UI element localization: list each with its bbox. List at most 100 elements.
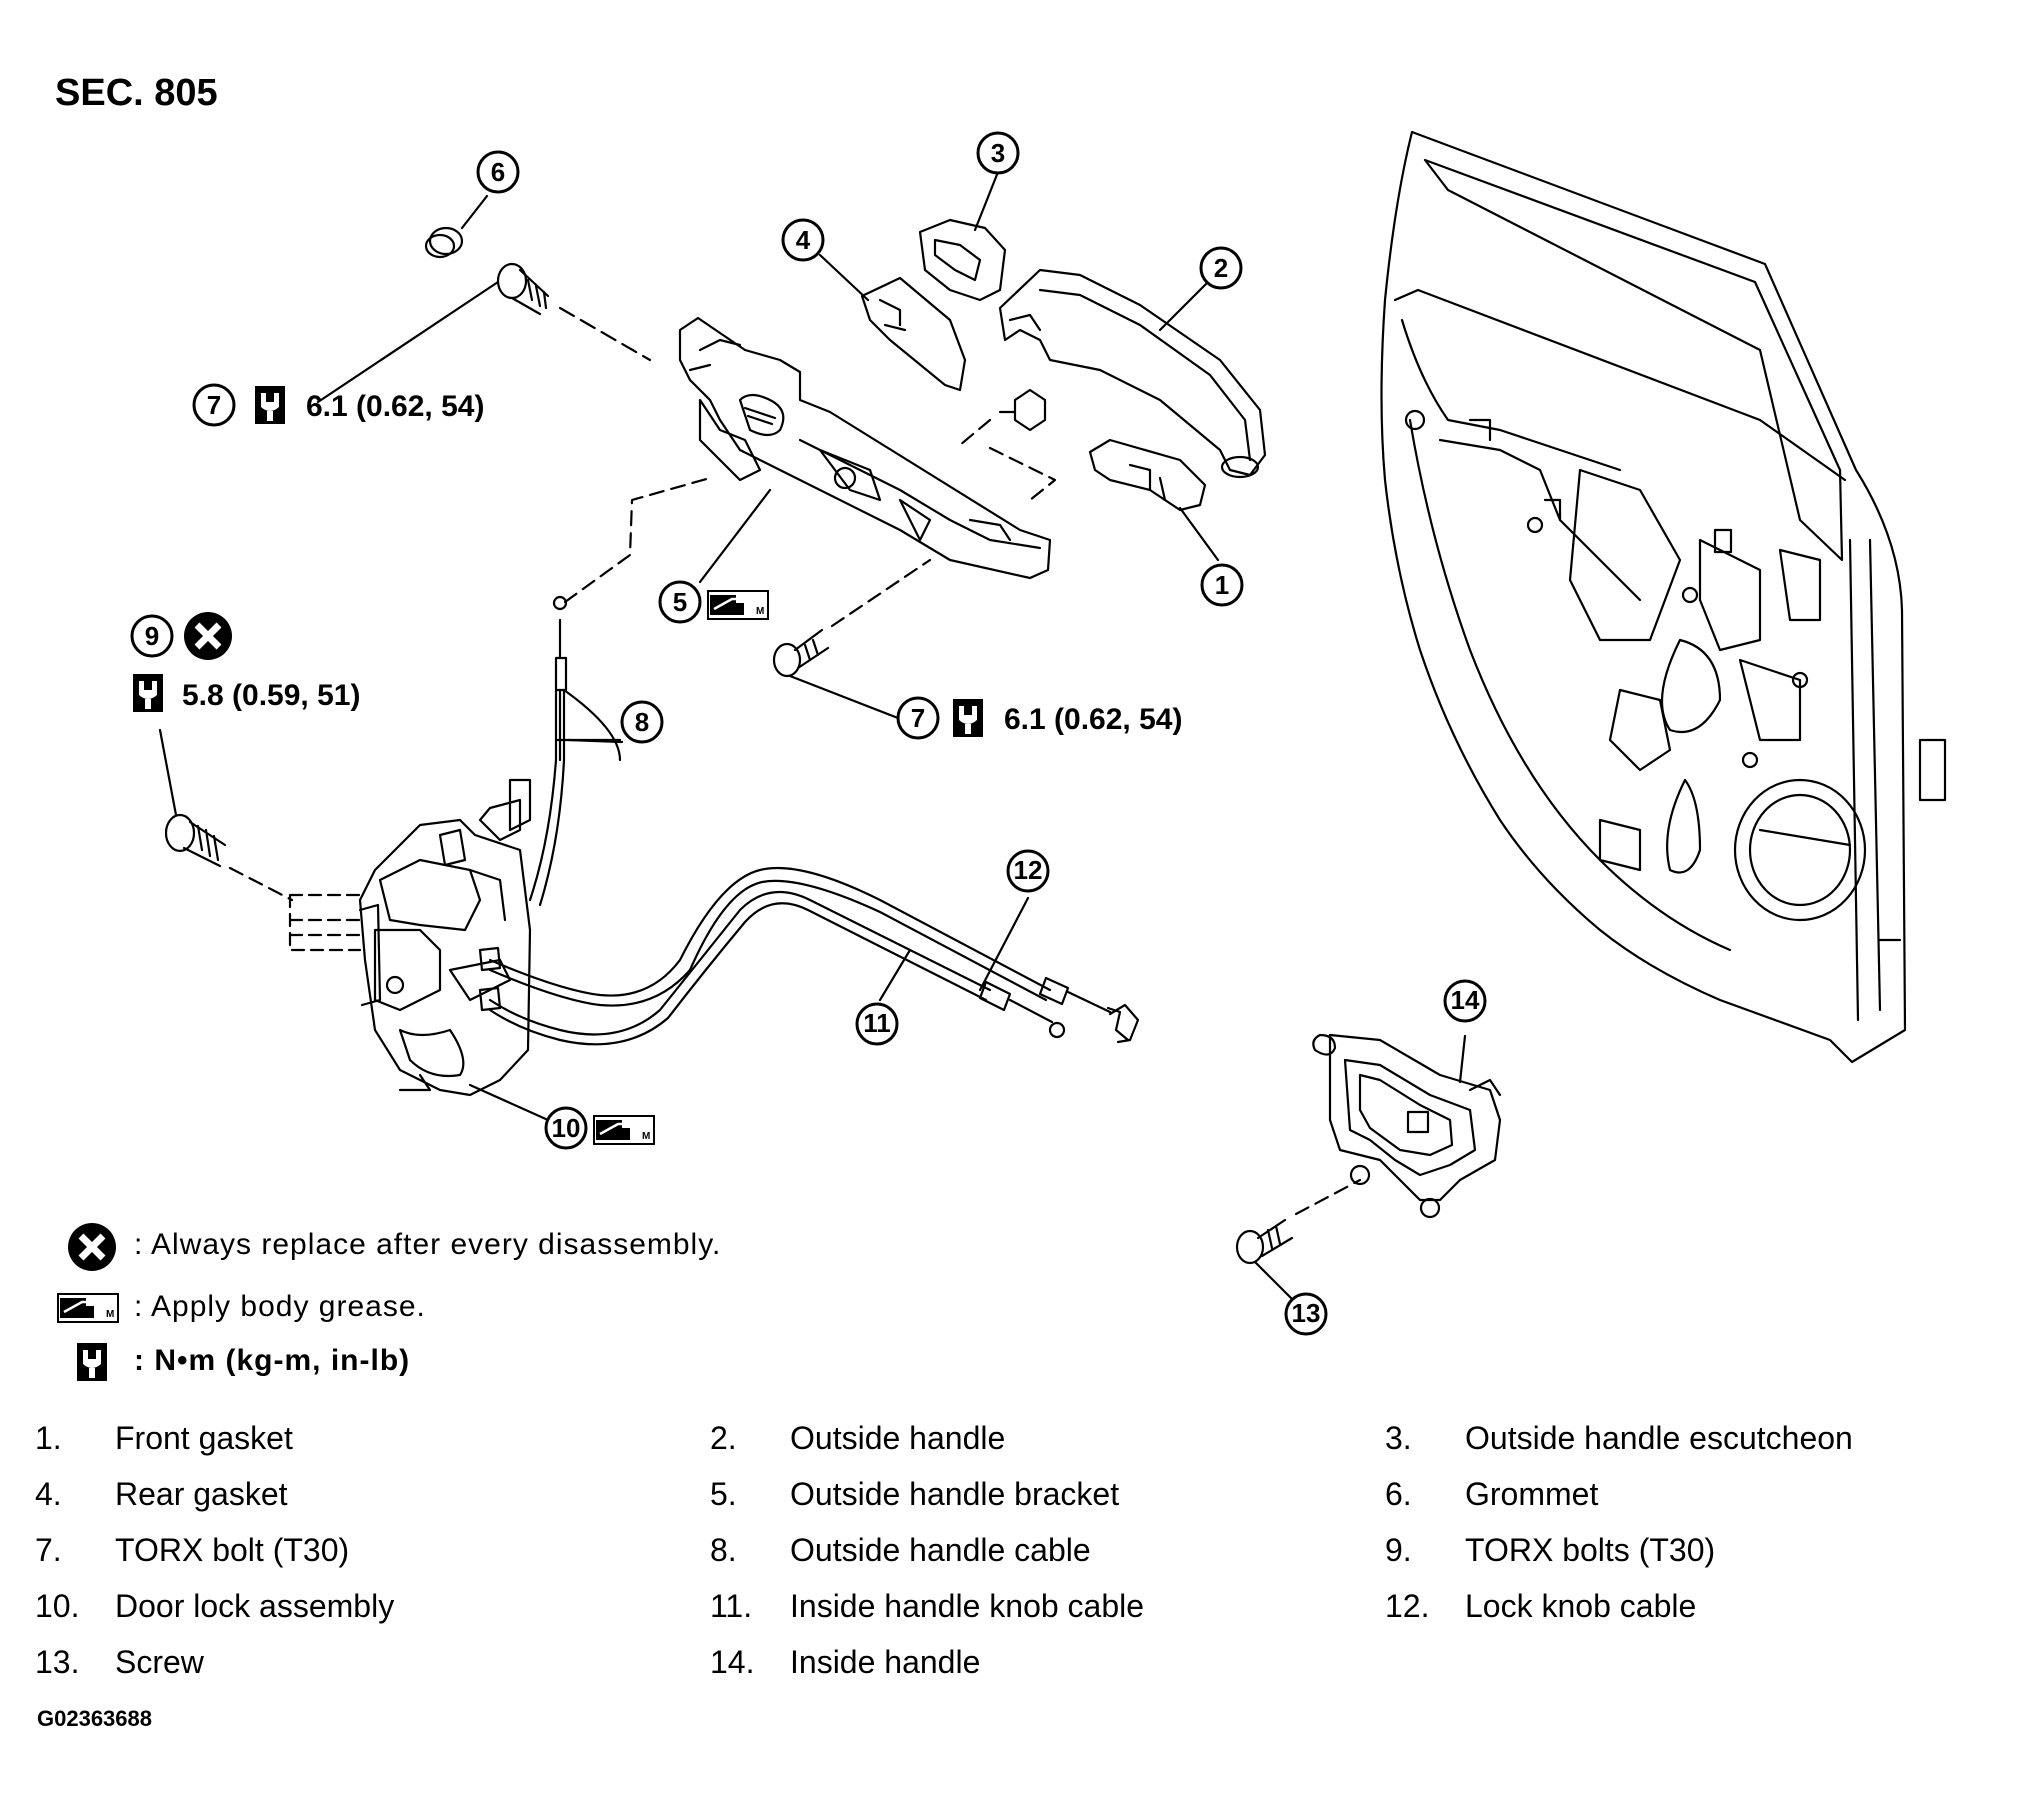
cable-end-fittings <box>478 946 502 1012</box>
outside-handle-cable <box>528 595 622 907</box>
legend-torque: : N•m (kg-m, in-lb) <box>134 1344 410 1378</box>
upper-bolt-torque: 6.1 (0.62, 54) <box>306 390 484 423</box>
lock-bolt-torque: 5.8 (0.59, 51) <box>182 679 360 712</box>
legend-grease-text: : Apply body grease. <box>134 1290 426 1323</box>
handle-connector-clip <box>998 388 1047 432</box>
callout-10: 10 <box>544 1106 588 1150</box>
lock-torx-bolt <box>164 813 227 868</box>
callout-11: 11 <box>855 1002 899 1046</box>
callout-6: 6 <box>476 150 520 194</box>
inside-handle-screw <box>1235 1218 1294 1265</box>
list-item: 5.Outside handle bracket <box>710 1476 1120 1512</box>
connector-leader <box>958 418 1057 502</box>
lower-bolt-leader <box>830 558 932 628</box>
replace-icon <box>68 1223 116 1271</box>
svg-text:13: 13 <box>1292 1298 1321 1328</box>
svg-text:1: 1 <box>1215 570 1229 600</box>
rear-gasket <box>860 276 967 392</box>
list-item: 4.Rear gasket <box>35 1476 288 1512</box>
escutcheon-callout-line <box>973 170 1000 232</box>
knob-cable-callout-line <box>878 948 912 1002</box>
section-title: SEC. 805 <box>55 72 218 114</box>
rear-gasket-callout-line <box>818 253 870 302</box>
callout-markers: 1 2 3 4 5 6 7 7 8 9 10 11 12 13 14 <box>130 131 1487 1336</box>
screw-callout-line <box>1253 1260 1297 1304</box>
svg-text:14: 14 <box>1451 985 1480 1015</box>
torque-wrench-icon <box>133 674 163 712</box>
list-item: 10.Door lock assembly <box>35 1588 395 1624</box>
callout-12: 12 <box>1006 849 1050 893</box>
grommet <box>424 226 464 259</box>
svg-text:9: 9 <box>145 621 159 651</box>
outside-handle-bracket <box>678 316 1052 580</box>
lower-torx-bolt <box>772 628 830 678</box>
legend-torque-text: : N•m (kg-m, in-lb) <box>134 1344 411 1377</box>
lock-callout-line <box>468 1083 550 1122</box>
callout-5: 5 <box>658 580 702 624</box>
legend-replace: : Always replace after every disassembly… <box>134 1228 721 1262</box>
callout-1: 1 <box>1200 563 1244 607</box>
legend-grease: : Apply body grease. <box>134 1290 426 1324</box>
figure-code: G02363688 <box>37 1706 152 1731</box>
lower-bolt-torque: 6.1 (0.62, 54) <box>1004 703 1182 736</box>
svg-text:5: 5 <box>673 587 687 617</box>
lock-knob-cable-callout-line <box>978 896 1030 992</box>
cable-leader <box>563 476 712 604</box>
upper-bolt-leader <box>558 306 652 362</box>
screw-leader <box>1294 1178 1362 1216</box>
svg-text:7: 7 <box>207 390 221 420</box>
callout-7-upper: 7 <box>192 383 236 427</box>
callout-13: 13 <box>1284 1292 1328 1336</box>
front-gasket <box>1088 438 1207 512</box>
grease-icon <box>592 1114 656 1146</box>
list-item: 14.Inside handle <box>710 1644 981 1680</box>
upper-bolt-callout-line <box>316 280 500 404</box>
grommet-callout-line <box>460 194 489 230</box>
inside-handle-callout-line <box>1458 1034 1467 1084</box>
lock-bracket-leader <box>288 893 367 952</box>
list-item: 7.TORX bolt (T30) <box>35 1532 350 1568</box>
svg-text:7: 7 <box>911 703 925 733</box>
lock-knob-cable <box>488 866 1140 1044</box>
handle-callout-line <box>1158 280 1210 332</box>
svg-text:10: 10 <box>552 1113 581 1143</box>
replace-icon <box>184 612 232 660</box>
torque-wrench-icon <box>953 699 983 737</box>
list-item: 11.Inside handle knob cable <box>710 1588 1145 1624</box>
callout-9: 9 <box>130 614 174 658</box>
list-item: 12.Lock knob cable <box>1385 1588 1697 1624</box>
list-item: 13.Screw <box>35 1644 204 1680</box>
list-item: 3.Outside handle escutcheon <box>1385 1420 1853 1456</box>
legend-replace-text: : Always replace after every disassembly… <box>134 1228 722 1261</box>
list-item: 1.Front gasket <box>35 1420 293 1456</box>
svg-text:8: 8 <box>635 707 649 737</box>
grease-icon <box>706 589 770 621</box>
front-gasket-callout-line <box>1178 506 1220 562</box>
list-item: 2.Outside handle <box>710 1420 1006 1456</box>
upper-torx-bolt <box>496 262 550 316</box>
door-lock-assembly <box>358 778 532 1097</box>
callout-7-lower: 7 <box>896 696 940 740</box>
callout-4: 4 <box>781 218 825 262</box>
callout-14: 14 <box>1443 979 1487 1023</box>
svg-text:11: 11 <box>863 1008 891 1038</box>
lock-bolt-leader <box>228 866 294 902</box>
callout-8: 8 <box>620 700 664 744</box>
svg-text:2: 2 <box>1214 253 1228 283</box>
callout-2: 2 <box>1199 246 1243 290</box>
svg-text:4: 4 <box>796 225 811 255</box>
grease-icon <box>56 1292 120 1324</box>
torque-wrench-icon <box>255 386 285 424</box>
inside-handle-knob-cable <box>488 890 1066 1046</box>
list-item: 9.TORX bolts (T30) <box>1385 1532 1716 1568</box>
callout-3: 3 <box>976 131 1020 175</box>
inside-handle <box>1312 1033 1502 1219</box>
list-item: 8.Outside handle cable <box>710 1532 1091 1568</box>
torque-wrench-icon <box>77 1343 107 1381</box>
bracket-callout-line <box>698 488 772 584</box>
svg-text:6: 6 <box>491 157 505 187</box>
list-item: 6.Grommet <box>1385 1476 1599 1512</box>
svg-text:3: 3 <box>991 138 1005 168</box>
lock-bolt-callout-line <box>158 728 178 817</box>
